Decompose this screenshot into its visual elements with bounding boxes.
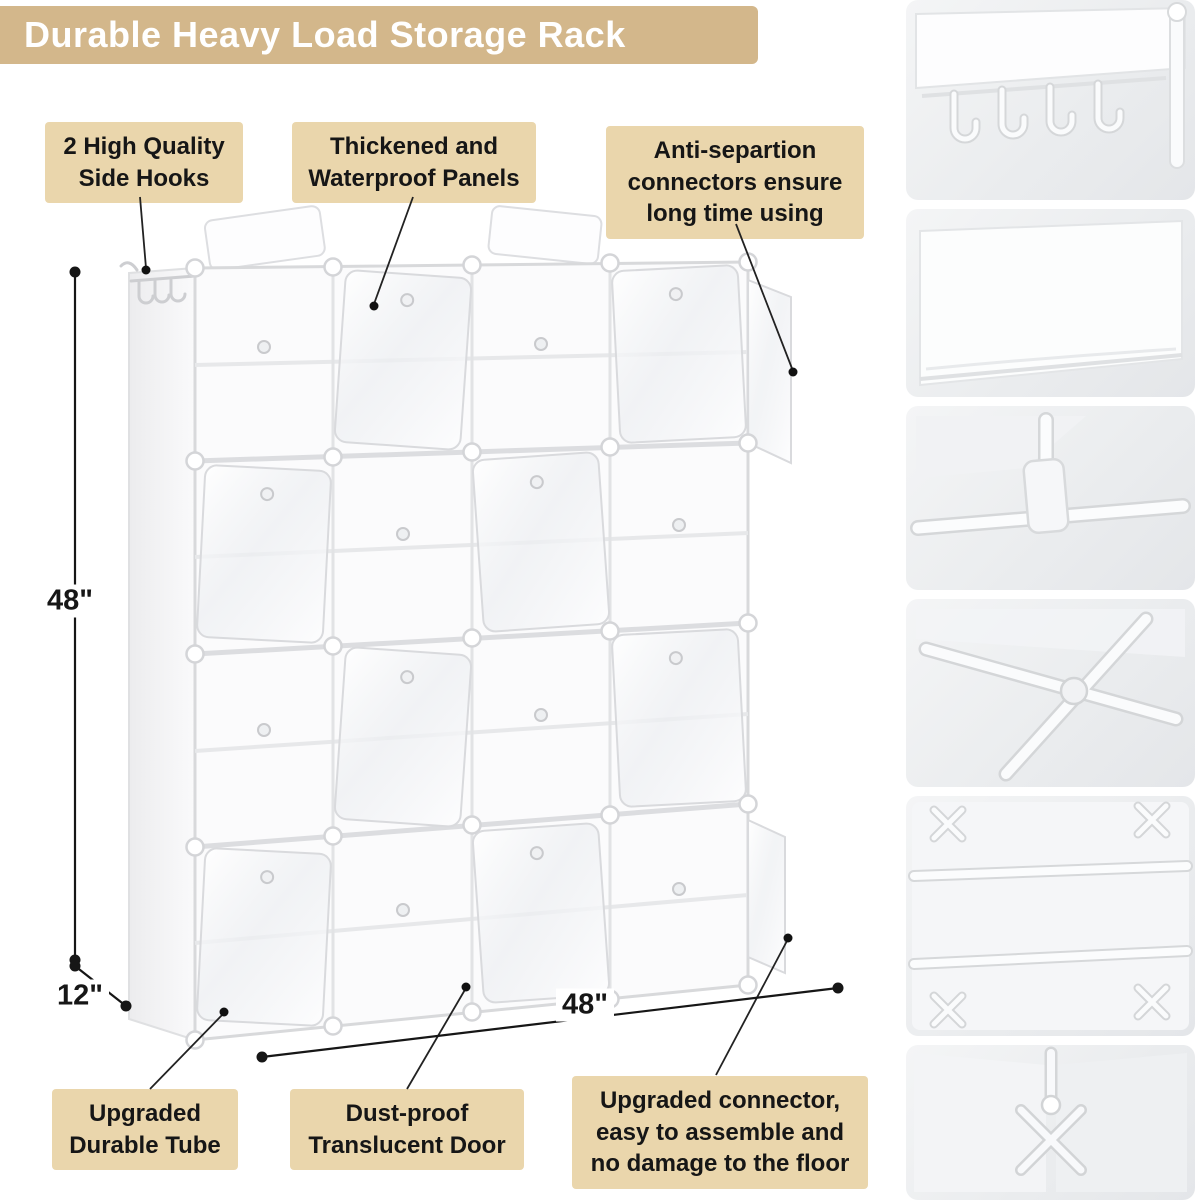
callout-translucent-door: Dust-proof Translucent Door xyxy=(290,1089,524,1171)
tube-connector-photo xyxy=(906,406,1195,590)
depth-dimension-label: 12" xyxy=(50,979,110,1013)
rack-side-panel xyxy=(128,266,196,1042)
storage-rack-illustration xyxy=(119,205,792,1050)
width-dimension-label: 48" xyxy=(555,988,615,1022)
detail-photo-strip xyxy=(906,0,1195,1200)
panel-grid-photo xyxy=(906,796,1195,1036)
rack-door-holes xyxy=(257,337,686,917)
x-connector-icon xyxy=(929,801,1171,1029)
rack-open-top-doors xyxy=(203,205,603,271)
callout-durable-tube: Upgraded Durable Tube xyxy=(52,1089,238,1171)
callout-anti-separation-connectors: Anti-separtion connectors ensure long ti… xyxy=(606,126,864,240)
callout-floor-connector: Upgraded connector, easy to assemble and… xyxy=(572,1076,868,1190)
callout-side-hooks: 2 High Quality Side Hooks xyxy=(45,122,243,204)
side-hooks-icon xyxy=(119,261,197,305)
frame-joint-photo xyxy=(906,599,1195,787)
corner-connector-photo xyxy=(906,1045,1195,1200)
waterproof-panel-photo xyxy=(906,209,1195,397)
height-dimension-label: 48" xyxy=(40,584,100,618)
title-banner: Durable Heavy Load Storage Rack xyxy=(0,6,758,64)
callout-waterproof-panels: Thickened and Waterproof Panels xyxy=(292,122,536,204)
rack-translucent-doors xyxy=(196,264,747,1027)
side-hooks-photo xyxy=(906,0,1195,200)
